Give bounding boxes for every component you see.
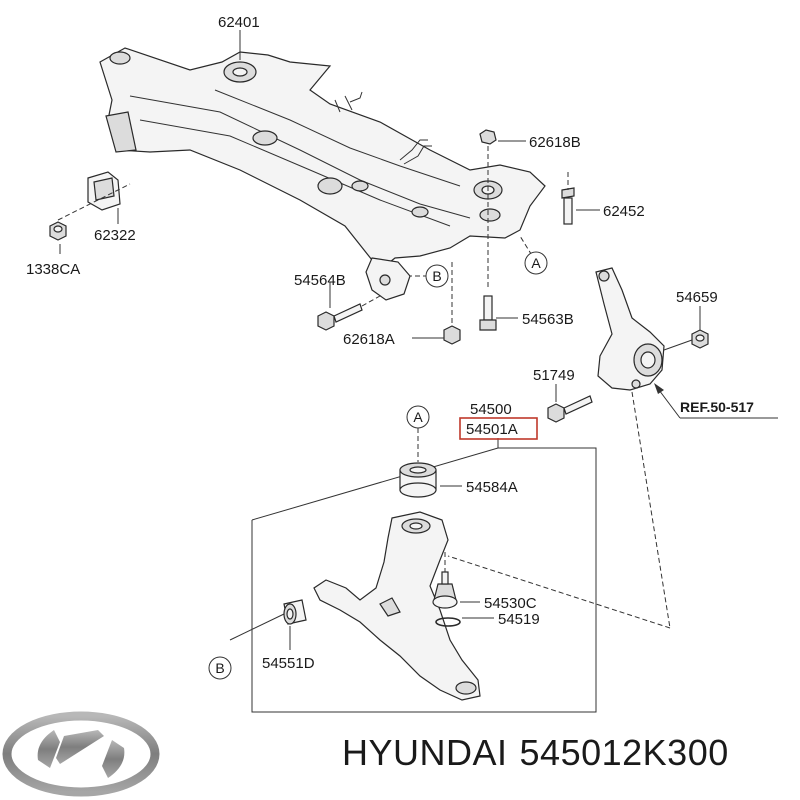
svg-text:B: B — [215, 660, 224, 676]
leader-lines — [57, 30, 778, 650]
bolt-62618B — [479, 129, 497, 290]
bolt-51749 — [547, 395, 593, 423]
label-54584A: 54584A — [466, 479, 518, 496]
label-54530C: 54530C — [484, 595, 537, 612]
svg-text:A: A — [413, 409, 423, 425]
bolt-54563B — [479, 295, 497, 331]
label-ref-50-517: REF.50-517 — [680, 399, 754, 415]
steering-knuckle — [595, 267, 665, 391]
marker-b-bottom: B — [208, 656, 232, 680]
svg-text:B: B — [432, 268, 441, 284]
label-62452: 62452 — [603, 203, 645, 220]
label-54500: 54500 — [470, 401, 512, 418]
nut-1338CA — [49, 221, 67, 241]
label-54551D: 54551D — [262, 655, 315, 672]
lower-arm-kit-frame — [251, 438, 597, 713]
subframe-crossmember — [99, 47, 546, 301]
brand-name: HYUNDAI — [342, 732, 508, 773]
snap-ring-54519 — [435, 617, 461, 627]
label-54501A: 54501A — [466, 421, 518, 438]
label-54519: 54519 — [498, 611, 540, 628]
marker-a-bottom: A — [406, 405, 430, 429]
label-54659: 54659 — [676, 289, 718, 306]
nut-62618A — [443, 262, 461, 345]
marker-b-top: B — [425, 264, 449, 288]
label-54563B: 54563B — [522, 311, 574, 328]
label-62618A: 62618A — [343, 331, 395, 348]
lower-control-arm — [313, 511, 481, 701]
hyundai-logo — [2, 711, 160, 797]
label-62618B: 62618B — [529, 134, 581, 151]
label-62401: 62401 — [218, 14, 260, 31]
bushing-54584A — [399, 462, 437, 498]
label-62322: 62322 — [94, 227, 136, 244]
label-51749: 51749 — [533, 367, 575, 384]
label-54564B: 54564B — [294, 272, 346, 289]
ball-joint-54530C — [432, 552, 458, 609]
highlight-box-54501A — [459, 417, 538, 440]
bushing-54551D — [283, 599, 307, 625]
marker-a-top: A — [524, 251, 548, 275]
part-number: 545012K300 — [519, 732, 729, 773]
label-1338CA: 1338CA — [26, 261, 80, 278]
nut-54659 — [691, 329, 709, 349]
bolt-62452 — [561, 172, 575, 225]
svg-text:A: A — [531, 255, 541, 271]
footer-title: HYUNDAI 545012K300 — [342, 732, 741, 774]
bolt-54564B — [317, 295, 381, 331]
